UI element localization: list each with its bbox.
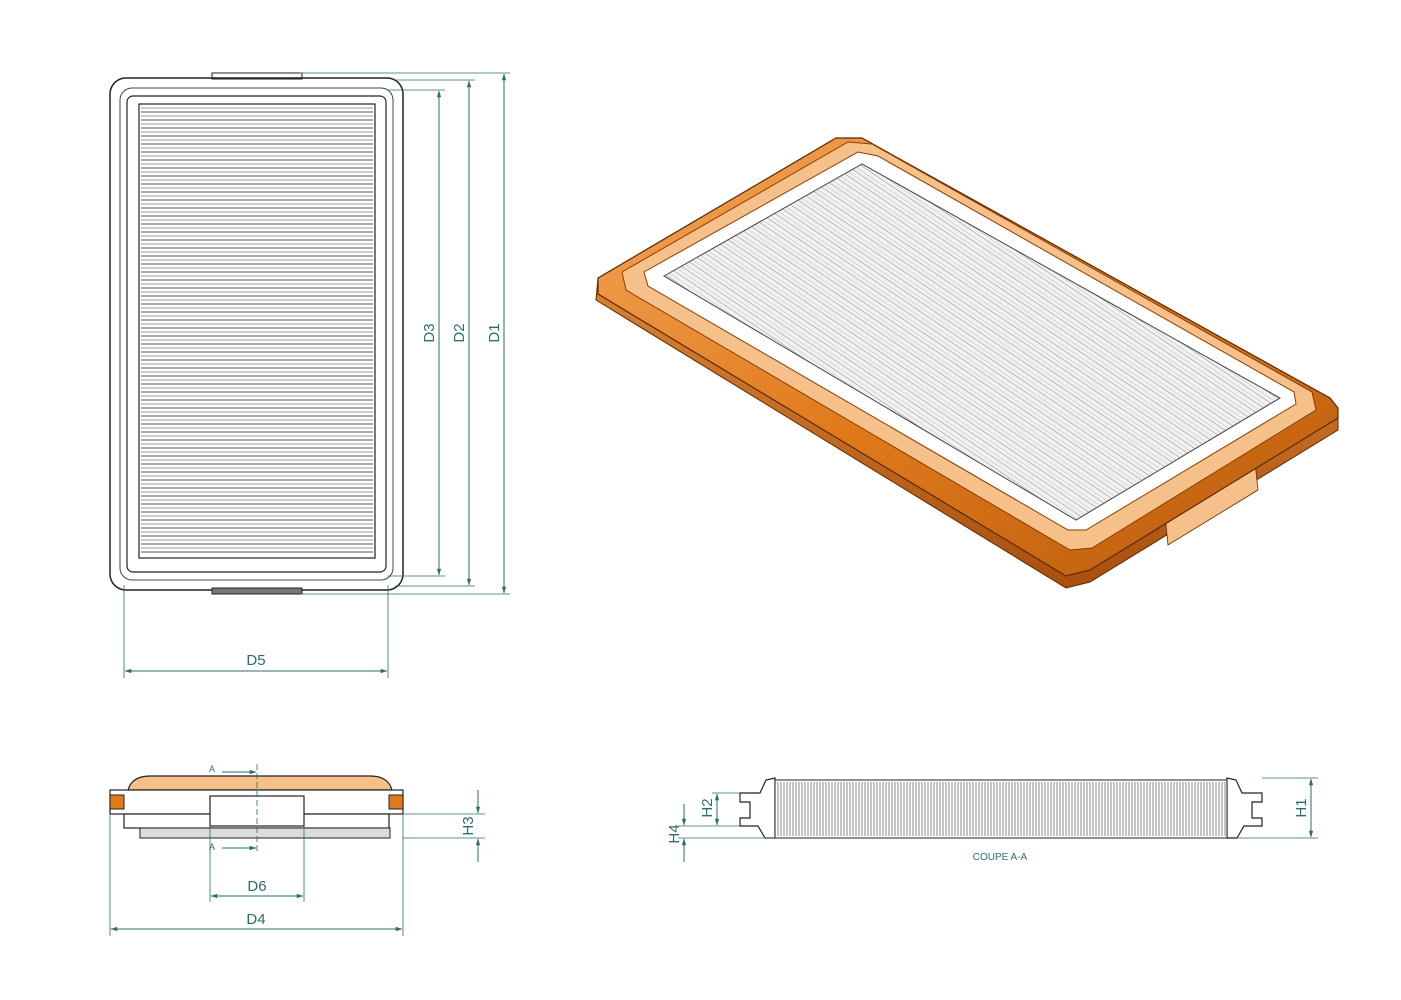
dimension-label-d4: D4	[246, 911, 265, 928]
front-view	[109, 72, 404, 595]
section-caption: COUPE A-A	[973, 852, 1028, 863]
dimension-label-d6: D6	[247, 878, 266, 895]
front-vertical-dimensions: D3 D2 D1	[300, 72, 510, 595]
section-marker-top: A	[209, 764, 215, 774]
side-view: A A	[109, 764, 404, 852]
dimension-label-d5: D5	[246, 652, 265, 669]
isometric-view	[595, 137, 1339, 589]
dimension-label-h2: H2	[699, 798, 716, 817]
section-view: COUPE A-A	[739, 777, 1263, 863]
side-view-dimensions: H3 D6 D4	[109, 790, 485, 936]
front-pleat-lines	[141, 107, 373, 553]
dimension-label-h1: H1	[1293, 798, 1310, 817]
dimension-label-h3: H3	[460, 816, 477, 835]
isometric-pleat-area	[663, 163, 1281, 521]
dimension-label-d3: D3	[421, 323, 438, 342]
dimension-label-h4: H4	[666, 824, 683, 843]
dimension-label-d1: D1	[486, 323, 503, 342]
front-horizontal-dimension: D5	[123, 585, 389, 678]
section-marker-bottom: A	[209, 842, 215, 852]
dimension-label-d2: D2	[451, 323, 468, 342]
section-dimensions: H1 H2 H4	[666, 777, 1318, 862]
section-pleat-lines	[777, 782, 1226, 836]
